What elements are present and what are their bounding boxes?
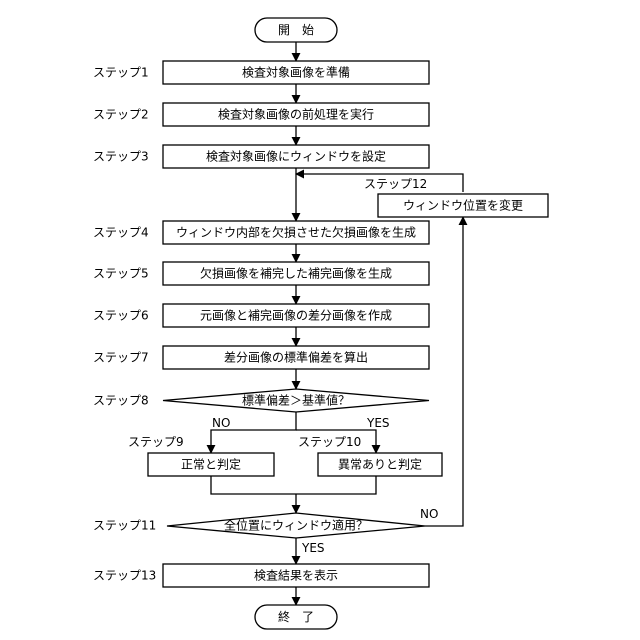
step-label-6: ステップ6 (93, 309, 149, 323)
edge-label-no-11: NO (420, 507, 438, 521)
node-step3-label: 検査対象画像にウィンドウを設定 (206, 149, 386, 164)
node-step12-label: ウィンドウ位置を変更 (403, 198, 523, 213)
edge-label-no-8: NO (212, 416, 230, 430)
step-label-12: ステップ12 (364, 177, 427, 191)
node-step7-label: 差分画像の標準偏差を算出 (224, 350, 368, 365)
node-step8-label: 標準偏差＞基準値？ (242, 393, 350, 408)
node-step6-label: 元画像と補完画像の差分画像を作成 (200, 308, 392, 323)
step-label-3: ステップ3 (93, 150, 149, 164)
step-label-4: ステップ4 (93, 226, 149, 240)
nodes: 開 始 検査対象画像を準備 検査対象画像の前処理を実行 検査対象画像にウィンドウ… (148, 18, 548, 629)
step-label-5: ステップ5 (93, 267, 149, 281)
step-label-1: ステップ1 (93, 66, 149, 80)
node-step1-label: 検査対象画像を準備 (242, 65, 350, 80)
step-label-9: ステップ9 (128, 435, 184, 449)
step-label-11: ステップ11 (93, 519, 156, 533)
node-step4-label: ウィンドウ内部を欠損させた欠損画像を生成 (176, 225, 416, 240)
edge-label-yes-8: YES (366, 416, 390, 430)
step-label-10: ステップ10 (298, 435, 361, 449)
node-step9-label: 正常と判定 (181, 457, 241, 472)
node-step11-label: 全位置にウィンドウ適用？ (224, 518, 368, 533)
step-label-13: ステップ13 (93, 569, 156, 583)
node-end-label: 終 了 (278, 609, 314, 624)
step-label-8: ステップ8 (93, 394, 149, 408)
edge-label-yes-11: YES (301, 541, 325, 555)
node-step2-label: 検査対象画像の前処理を実行 (218, 107, 374, 122)
node-start-label: 開 始 (278, 23, 314, 37)
edge-s9-merge (211, 476, 376, 494)
node-step5-label: 欠損画像を補完した補完画像を生成 (200, 266, 392, 281)
step-label-2: ステップ2 (93, 108, 149, 122)
node-step13-label: 検査結果を表示 (254, 569, 338, 583)
edge-d11-s12 (425, 217, 463, 526)
node-step10-label: 異常ありと判定 (338, 457, 422, 472)
step-label-7: ステップ7 (93, 351, 149, 365)
